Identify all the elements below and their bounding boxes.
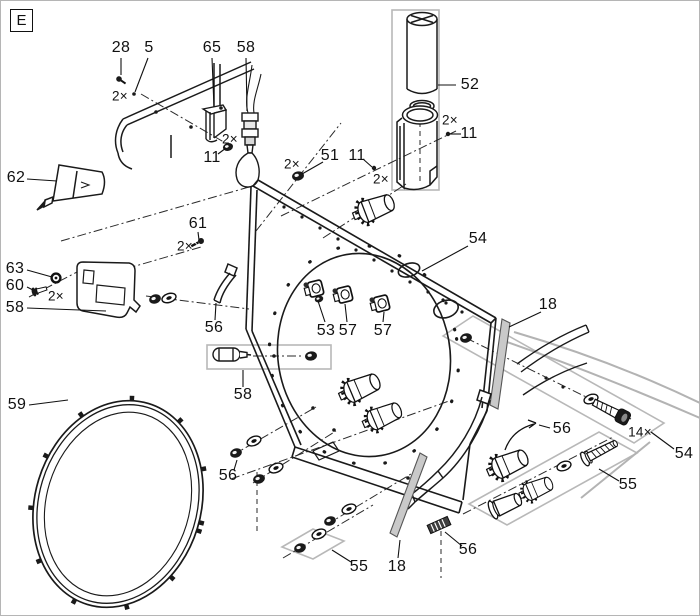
- figure-label-box: E: [10, 9, 33, 32]
- part-label-60: 60: [5, 277, 25, 294]
- part-label-62: 62: [6, 169, 26, 186]
- part-label-57-a: 57: [338, 322, 358, 339]
- part-label-28: 28: [111, 39, 131, 56]
- part-label-54-top: 54: [468, 230, 488, 247]
- grommet-63: [50, 272, 62, 284]
- cartridge-holder: [396, 105, 439, 191]
- part-label-56-mid: 56: [204, 319, 224, 336]
- part-label-2x-11-right: 2×: [442, 112, 458, 128]
- group-box-54-screws: [441, 315, 666, 444]
- part-label-2x-65: 2×: [222, 131, 238, 147]
- part-label-58-top: 58: [236, 39, 256, 56]
- figure-label: E: [16, 12, 27, 29]
- direction-arrow-56: [504, 419, 537, 451]
- assembly-axes: [28, 93, 632, 559]
- part-label-51: 51: [320, 147, 340, 164]
- part-label-11-65: 11: [203, 149, 221, 166]
- corner-bracket-right: [407, 389, 492, 510]
- part-label-55-bottom: 55: [349, 558, 369, 575]
- holder-plate-58: [76, 261, 141, 319]
- clamp-ring-59: [27, 395, 209, 613]
- part-label-2x-28: 2×: [112, 88, 128, 104]
- group-box-55-bottom: [280, 528, 346, 560]
- part-label-2x-61: 2×: [177, 238, 193, 254]
- part-label-61: 61: [188, 215, 208, 232]
- part-label-14x: 14×: [628, 424, 652, 440]
- part-label-63: 63: [5, 260, 25, 277]
- part-label-56-bottom: 56: [458, 541, 478, 558]
- part-label-57-b: 57: [373, 322, 393, 339]
- screw-61: [190, 238, 204, 248]
- part-label-58-left: 58: [5, 299, 25, 316]
- panel-rivet-holes: [282, 205, 464, 314]
- part-label-18-right: 18: [538, 296, 558, 313]
- quartz-capsule-58: [212, 347, 252, 362]
- part-label-55-right: 55: [618, 476, 638, 493]
- reference-dots: [132, 92, 565, 480]
- part-label-59: 59: [7, 396, 27, 413]
- part-label-5: 5: [144, 39, 154, 56]
- part-label-18-bottom: 18: [387, 558, 407, 575]
- part-label-2x-51: 2×: [284, 156, 300, 172]
- housing-frame-gray: [506, 331, 699, 499]
- seal-strip-18-bottom: [389, 452, 428, 538]
- part-label-65: 65: [202, 39, 222, 56]
- screw-60: [31, 286, 48, 297]
- part-label-58-box: 58: [233, 386, 253, 403]
- part-label-11-right: 11: [460, 125, 478, 142]
- uvc-cartridge-52: [406, 11, 438, 113]
- part-label-56-bl: 56: [218, 467, 238, 484]
- uvc-lamp-58: [235, 64, 262, 188]
- hook-clip-56-mid: [213, 262, 238, 304]
- part-label-2x-11-left: 2×: [373, 171, 389, 187]
- part-label-56-right: 56: [552, 420, 572, 437]
- part-label-54-right: 54: [674, 445, 694, 462]
- part-label-52: 52: [460, 76, 480, 93]
- seal-strip-18-right: [489, 318, 511, 410]
- part-label-53: 53: [316, 322, 336, 339]
- glue-tube-62: [36, 164, 106, 211]
- leader-lines: [26, 57, 675, 563]
- screw-28: [116, 76, 127, 85]
- ribbed-pad-56: [426, 515, 452, 535]
- clip-bracket-65: [201, 104, 228, 143]
- part-label-11-left: 11: [348, 147, 366, 164]
- housing-pipe: [516, 324, 590, 396]
- part-label-2x-60: 2×: [48, 288, 64, 304]
